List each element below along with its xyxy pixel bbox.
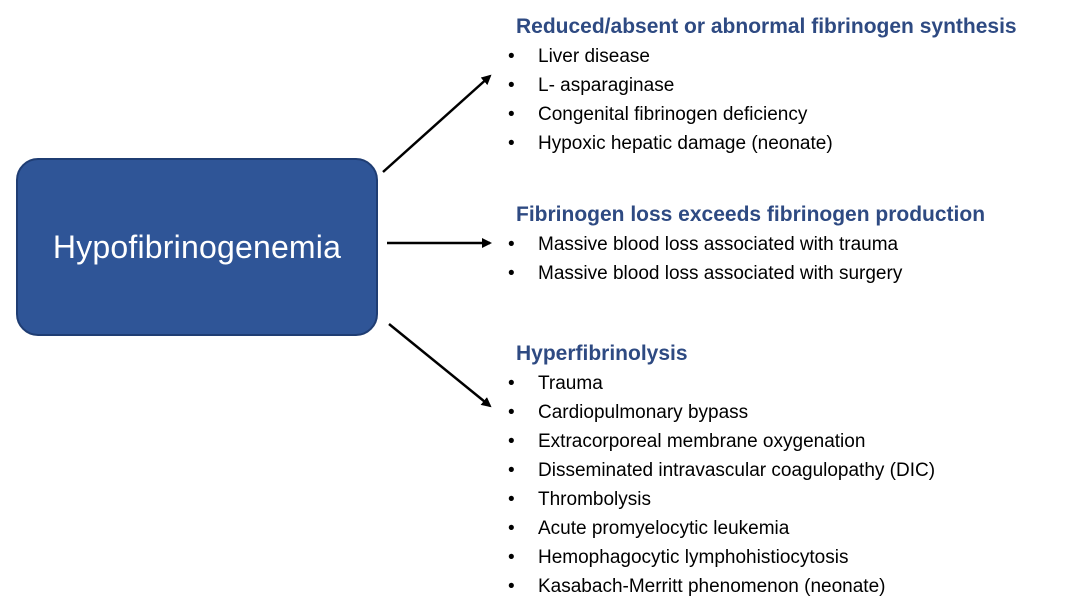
- loss-group: Fibrinogen loss exceeds fibrinogen produ…: [508, 202, 1076, 288]
- arrow-to-synthesis: [382, 74, 492, 173]
- center-label: Hypofibrinogenemia: [52, 228, 342, 265]
- synthesis-heading: Reduced/absent or abnormal fibrinogen sy…: [516, 15, 1017, 38]
- hyperfibrinolysis-heading: Hyperfibrinolysis: [516, 342, 688, 365]
- synthesis-list: Liver disease L- asparaginase Congenital…: [508, 42, 1076, 158]
- arrow-to-hyper: [388, 323, 492, 408]
- list-item: Cardiopulmonary bypass: [508, 398, 1076, 427]
- list-item: Acute promyelocytic leukemia: [508, 514, 1076, 543]
- list-item: Liver disease: [508, 42, 1076, 71]
- list-item: Massive blood loss associated with surge…: [508, 259, 1076, 288]
- list-item: Kasabach-Merritt phenomenon (neonate): [508, 572, 1076, 601]
- loss-list: Massive blood loss associated with traum…: [508, 230, 1076, 288]
- list-item: Thrombolysis: [508, 485, 1076, 514]
- list-item: Hemophagocytic lymphohistiocytosis: [508, 543, 1076, 572]
- synthesis-group: Reduced/absent or abnormal fibrinogen sy…: [508, 14, 1076, 158]
- loss-heading: Fibrinogen loss exceeds fibrinogen produ…: [516, 203, 986, 226]
- list-item: Congenital fibrinogen deficiency: [508, 100, 1076, 129]
- list-item: Massive blood loss associated with traum…: [508, 230, 1076, 259]
- list-item: Extracorporeal membrane oxygenation: [508, 427, 1076, 456]
- list-item: Trauma: [508, 369, 1076, 398]
- hyperfibrinolysis-group: Hyperfibrinolysis Trauma Cardiopulmonary…: [508, 341, 1076, 601]
- hyperfibrinolysis-list: Trauma Cardiopulmonary bypass Extracorpo…: [508, 369, 1076, 601]
- hypofibrinogenemia-box: Hypofibrinogenemia: [16, 158, 378, 336]
- list-item: L- asparaginase: [508, 71, 1076, 100]
- list-item: Hypoxic hepatic damage (neonate): [508, 129, 1076, 158]
- list-item: Disseminated intravascular coagulopathy …: [508, 456, 1076, 485]
